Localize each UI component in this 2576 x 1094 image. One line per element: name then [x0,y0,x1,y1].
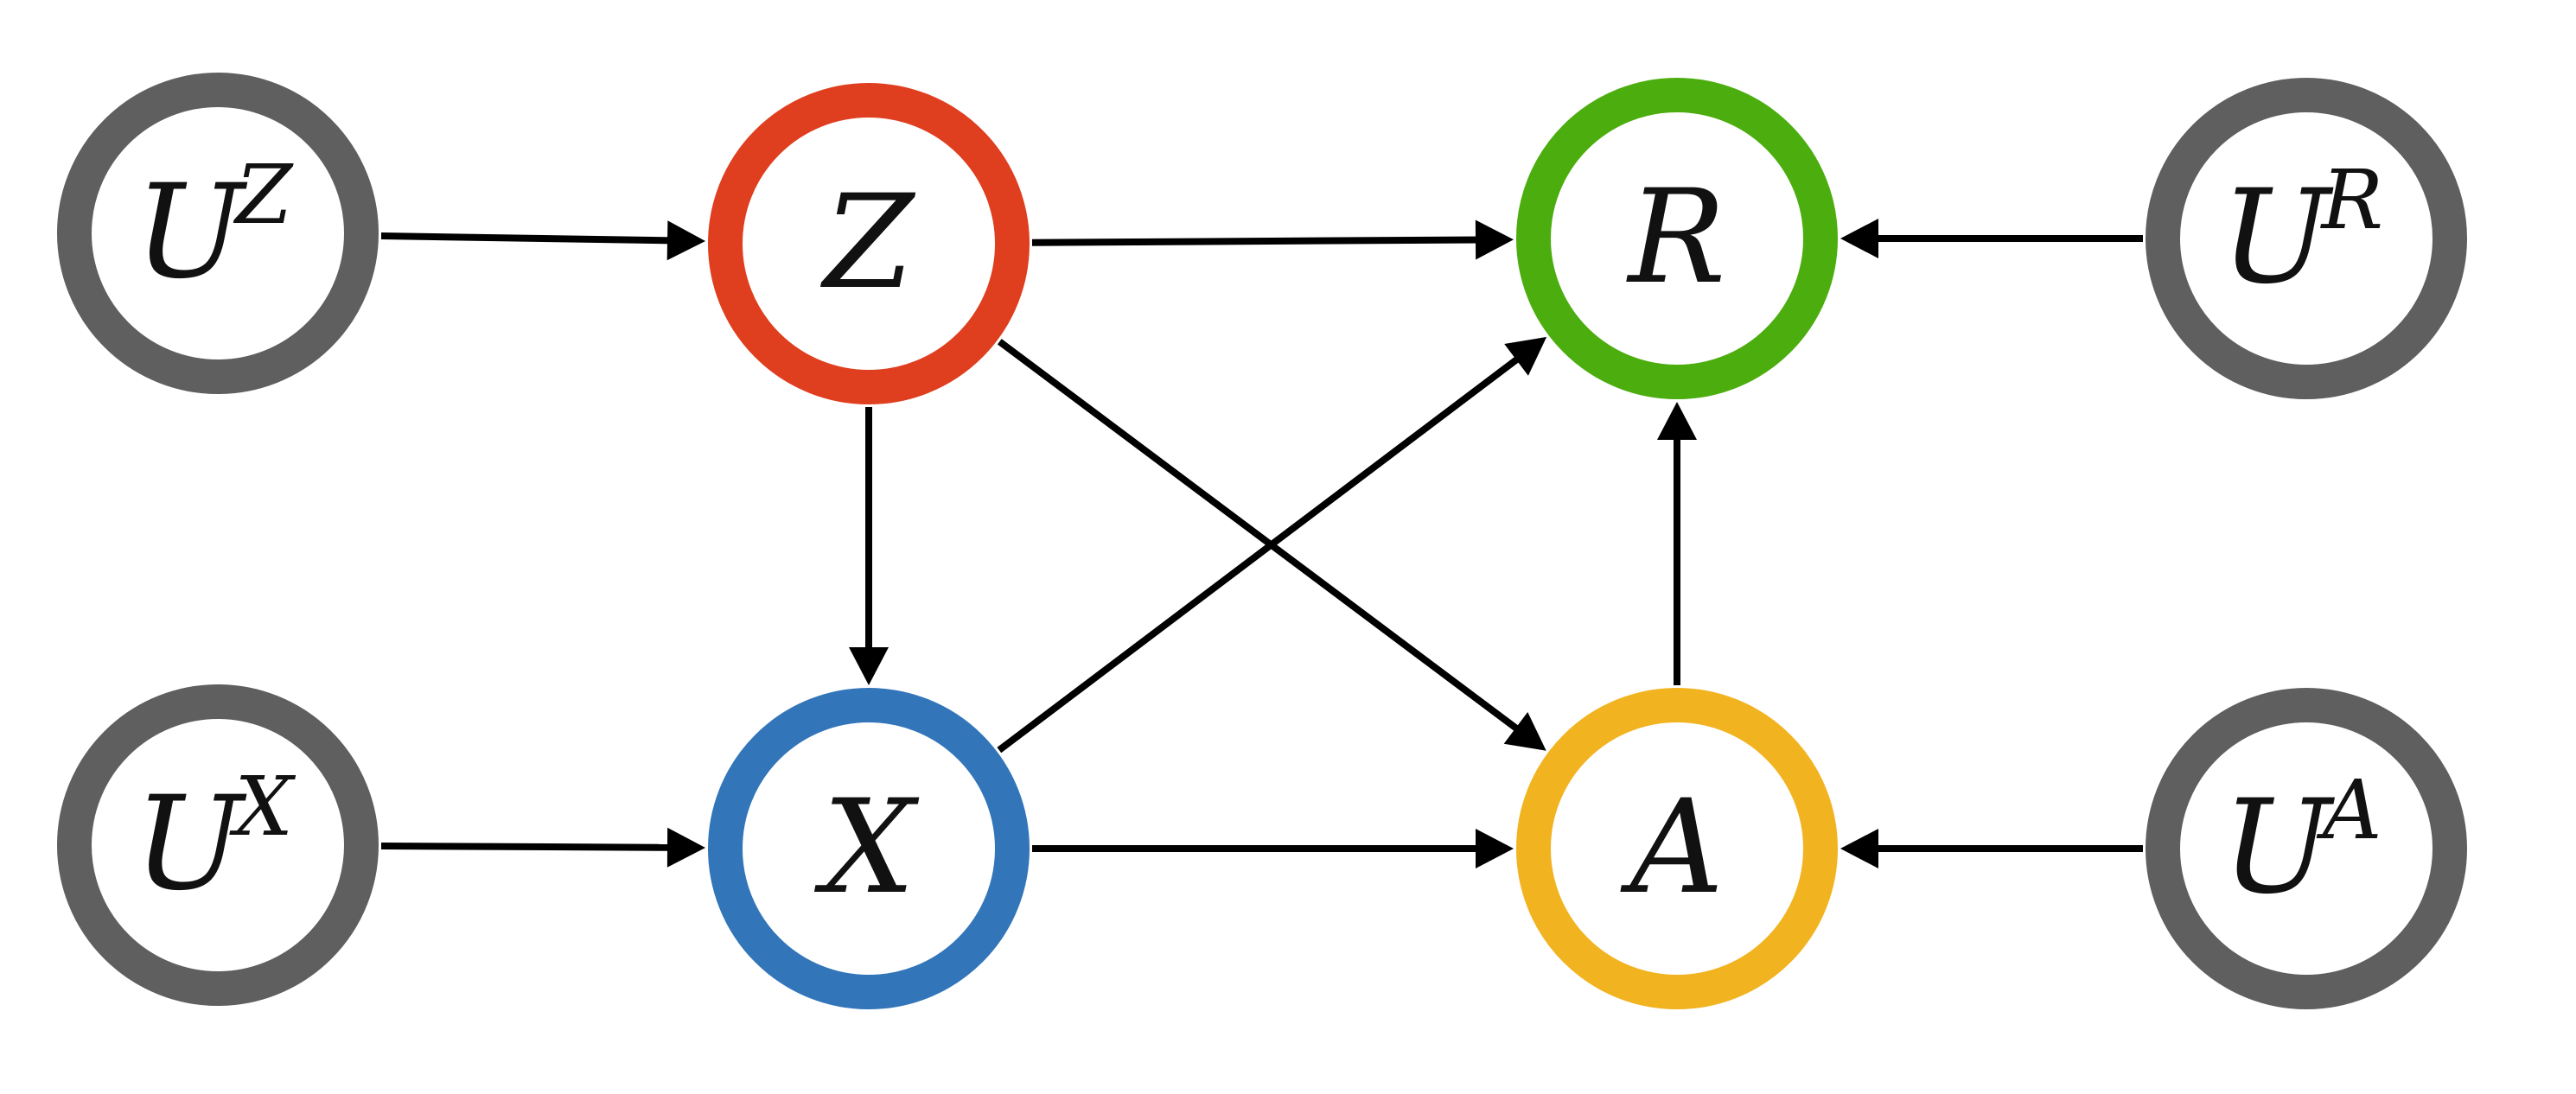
node-label-base: U [134,769,247,919]
edge-ux-to-x [380,827,706,868]
node-label-base: U [135,157,248,308]
node-uz: UZ [57,73,379,394]
node-label: A [1620,773,1724,923]
edges-layer [380,219,2143,868]
node-label: UR [2221,153,2383,313]
edge-line [997,339,1522,735]
node-label-base: U [2222,773,2335,923]
arrowhead-icon [1476,829,1514,868]
edge-line [380,232,673,245]
arrowhead-icon [1504,336,1547,376]
edge-line [380,843,673,851]
edge-line [997,353,1523,754]
arrowhead-icon [666,220,706,261]
edge-z-to-a [997,339,1546,751]
node-label-superscript: A [2316,763,2382,858]
arrowhead-icon [1503,711,1546,751]
node-ring [57,684,379,1006]
node-label-base: U [2221,162,2334,313]
node-a: A [1516,688,1838,1009]
node-label: UA [2222,763,2382,923]
edge-ur-to-r [1840,219,2143,258]
edge-a-to-r [1657,402,1697,685]
arrowhead-icon [1657,402,1697,440]
node-label: UX [134,760,296,919]
node-label-superscript: R [2319,153,2383,248]
node-ring [2146,688,2467,1009]
node-ring [1516,688,1838,1009]
edge-x-to-a [1032,829,1514,868]
edge-line [1031,236,1482,246]
node-ux: UX [57,684,379,1006]
node-ring [708,83,1030,404]
node-label: X [814,773,920,923]
arrowhead-icon [1475,219,1514,260]
node-label-superscript: Z [233,148,294,243]
node-ring [708,688,1030,1009]
node-label: R [1626,162,1726,313]
edge-z-to-r [1031,219,1514,260]
arrowhead-icon [1840,829,1878,868]
node-label: UZ [135,148,294,308]
arrowhead-icon [849,647,889,685]
node-ring [1516,78,1838,399]
node-x: X [708,688,1030,1009]
node-label: Z [820,168,916,318]
arrowhead-icon [666,827,706,868]
node-z: Z [708,83,1030,404]
edge-x-to-r [997,336,1547,754]
edge-ua-to-a [1840,829,2143,868]
node-r: R [1516,78,1838,399]
node-ring [57,73,379,394]
edge-z-to-x [849,407,889,685]
node-ur: UR [2146,78,2467,399]
node-ring [2146,78,2467,399]
node-label-superscript: X [228,760,296,855]
arrowhead-icon [1840,219,1878,258]
edge-uz-to-z [380,220,706,261]
node-ua: UA [2146,688,2467,1009]
